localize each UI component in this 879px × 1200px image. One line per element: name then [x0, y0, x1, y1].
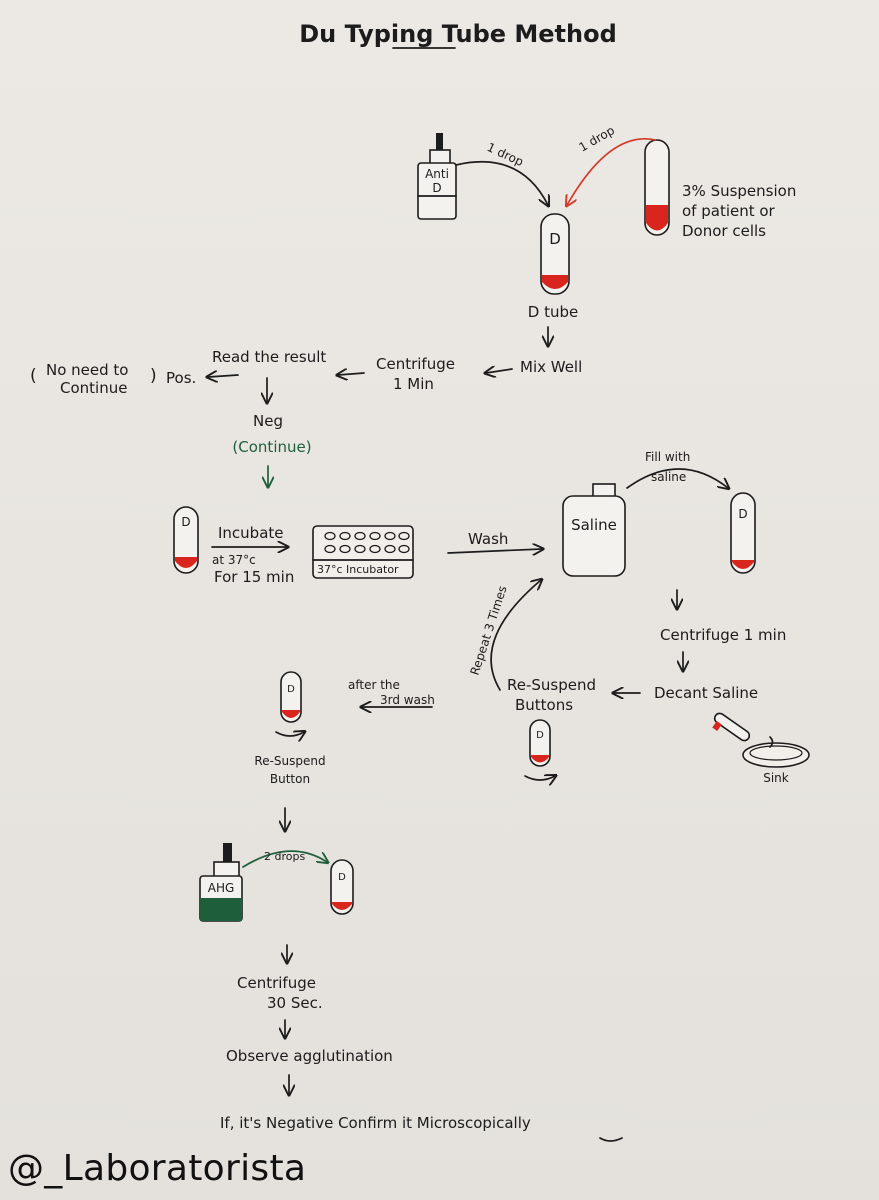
- no-need-text-2: Continue: [60, 379, 127, 397]
- d-tube-5: D: [280, 671, 302, 723]
- ahg-drops-arrow: [242, 850, 327, 868]
- at-37-text: at 37°c: [212, 553, 256, 567]
- fill-with-text: Fill with: [645, 450, 690, 464]
- resuspend-text-2: Buttons: [515, 696, 573, 714]
- anti-d-drop-arrow: [455, 161, 548, 205]
- final-text: If, it's Negative Confirm it Microscopic…: [220, 1114, 531, 1132]
- arrow-mix-to-centrifuge: [486, 369, 513, 373]
- d-tube-caption: D tube: [528, 303, 578, 321]
- arrow-centrifuge-to-read: [338, 373, 365, 375]
- continue-text: (Continue): [232, 438, 311, 456]
- resuspend-text-1: Re-Suspend: [507, 676, 596, 694]
- d-tube-4: D: [529, 719, 551, 767]
- resuspend-b-swirl-arrow: [275, 732, 304, 736]
- centrifuge-1b-text: 1 Min: [393, 375, 434, 393]
- no-need-text-1: No need to: [46, 361, 128, 379]
- centrifuge-3b-text: 30 Sec.: [267, 994, 323, 1012]
- svg-text:D: D: [338, 872, 346, 883]
- svg-text:D: D: [536, 730, 544, 741]
- resuspend-b-text-2: Button: [270, 772, 310, 786]
- suspension-label-2: of patient or: [682, 202, 776, 220]
- resuspend-swirl-arrow: [524, 776, 555, 780]
- ahg-label: AHG: [208, 881, 235, 895]
- mix-well-text: Mix Well: [520, 358, 582, 376]
- final-underline: [599, 1137, 623, 1142]
- d-tube-2: D: [173, 506, 199, 574]
- d-tube-3: D: [730, 492, 756, 574]
- svg-text:D: D: [549, 230, 561, 248]
- centrifuge-1-text: Centrifuge: [376, 355, 455, 373]
- centrifuge-2-text: Centrifuge 1 min: [660, 626, 786, 644]
- anti-d-label-2: D: [432, 181, 441, 195]
- anti-d-bottle: Anti D: [417, 133, 457, 220]
- incubate-text: Incubate: [218, 524, 284, 542]
- after-text-1: after the: [348, 678, 400, 692]
- diagram-title: Du Typing Tube Method: [299, 20, 617, 48]
- incubator: 37°c Incubator: [312, 525, 414, 579]
- wash-text: Wash: [468, 530, 508, 548]
- drops-2-text: 2 drops: [264, 850, 305, 863]
- sink: Sink: [712, 712, 810, 785]
- svg-text:D: D: [287, 684, 295, 695]
- incubator-label: 37°c Incubator: [317, 563, 399, 576]
- arrow-wash: [447, 549, 542, 553]
- d-tube-1: D: [540, 213, 570, 295]
- suspension-label-3: Donor cells: [682, 222, 766, 240]
- paren-close: ): [150, 366, 157, 386]
- repeat-loop-arrow: [490, 580, 541, 691]
- watermark: @_Laboratorista: [8, 1148, 307, 1189]
- read-result-text: Read the result: [212, 348, 326, 366]
- negative-text: Neg: [253, 412, 283, 430]
- centrifuge-3-text: Centrifuge: [237, 974, 316, 992]
- drop-cells-label: 1 drop: [577, 123, 618, 154]
- after-text-2: 3rd wash: [380, 693, 435, 707]
- resuspend-b-text-1: Re-Suspend: [254, 754, 325, 768]
- fill-saline-text: saline: [651, 470, 686, 484]
- saline-bottle: Saline: [562, 483, 626, 577]
- paren-open: (: [30, 366, 37, 386]
- d-tube-6: D: [330, 859, 354, 915]
- for-15-text: For 15 min: [214, 568, 294, 586]
- saline-label: Saline: [571, 516, 617, 534]
- anti-d-label-1: Anti: [425, 167, 449, 181]
- cell-suspension-tube: [644, 139, 670, 236]
- svg-text:D: D: [181, 515, 190, 529]
- svg-text:D: D: [738, 507, 747, 521]
- decant-text: Decant Saline: [654, 684, 758, 702]
- repeat-text: Repeat 3 Times: [468, 584, 510, 677]
- arrow-to-positive: [208, 375, 239, 377]
- positive-text: Pos.: [166, 369, 196, 387]
- suspension-label-1: 3% Suspension: [682, 182, 796, 200]
- observe-text: Observe agglutination: [226, 1047, 393, 1065]
- cell-drop-arrow: [567, 138, 656, 205]
- sink-label: Sink: [763, 771, 789, 785]
- ahg-bottle: AHG: [199, 843, 243, 922]
- arrow-fill-saline: [626, 468, 728, 488]
